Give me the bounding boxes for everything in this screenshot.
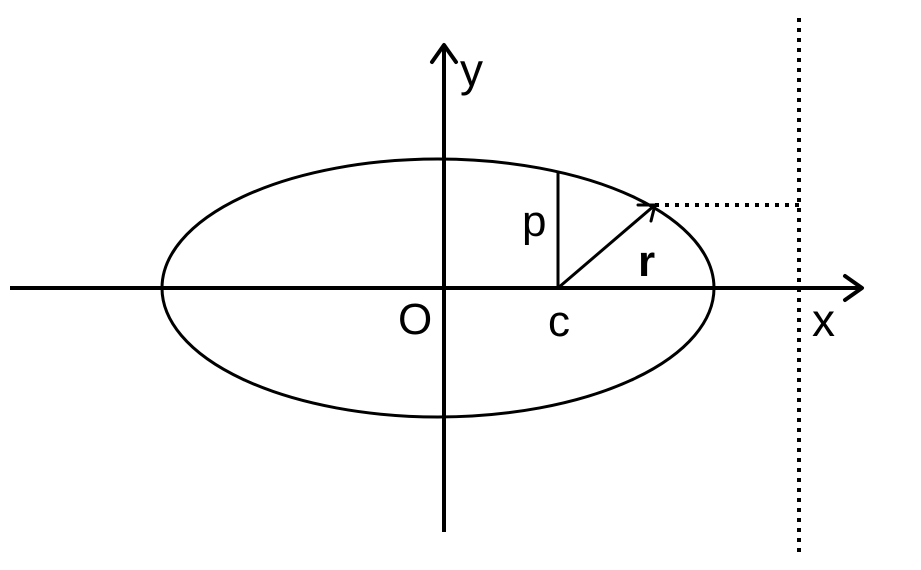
y-axis-label: y (460, 44, 483, 96)
focus-label: c (548, 297, 570, 346)
radius-vector-arrowhead (636, 203, 657, 223)
radius-vector-label: r (638, 237, 655, 286)
x-axis-arrowhead (843, 274, 864, 302)
origin-label: O (398, 295, 432, 344)
y-axis-arrowhead (430, 43, 458, 64)
perpendicular-label: p (522, 197, 546, 246)
x-axis-label: x (812, 294, 835, 346)
radius-vector-arrow (557, 203, 656, 290)
